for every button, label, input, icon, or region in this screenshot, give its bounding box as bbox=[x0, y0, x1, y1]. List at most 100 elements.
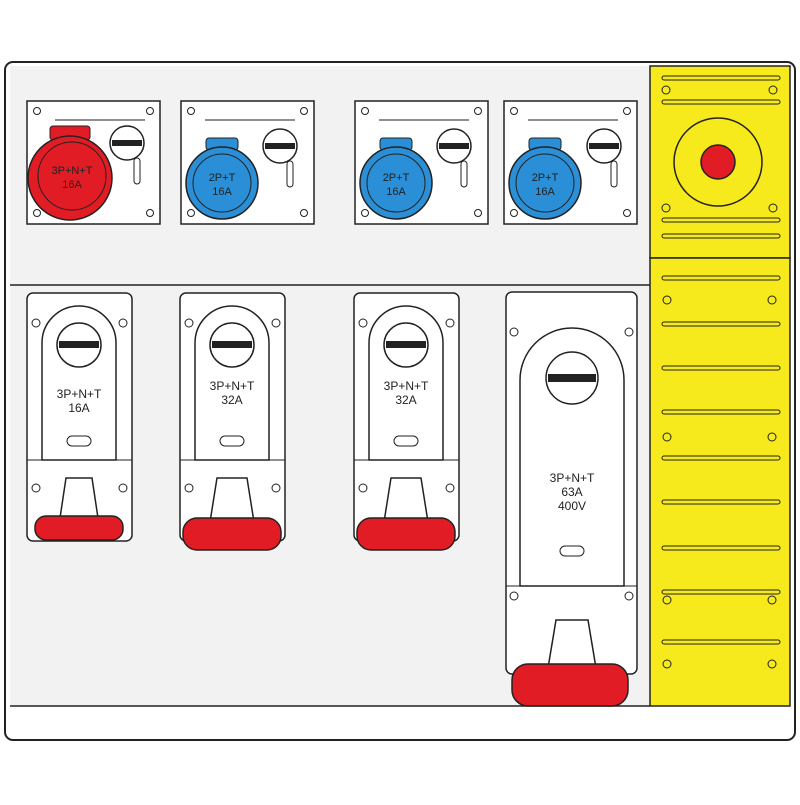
screw-icon bbox=[33, 107, 41, 115]
screw-icon bbox=[662, 432, 672, 442]
screw-icon bbox=[767, 595, 777, 605]
switch-lever bbox=[439, 143, 469, 149]
top-socket-plate-4: 2P+T 16A bbox=[503, 100, 638, 225]
socket-ring bbox=[192, 153, 252, 213]
vent-slot bbox=[661, 99, 781, 105]
screw-icon bbox=[662, 595, 672, 605]
socket-ring bbox=[366, 153, 426, 213]
screw-icon bbox=[31, 483, 41, 493]
emergency-stop-panel bbox=[649, 65, 791, 707]
screw-icon bbox=[510, 209, 518, 217]
vent-slot bbox=[661, 589, 781, 595]
interlocked-socket-2: 3P+N+T 32A bbox=[179, 292, 286, 551]
screw-icon bbox=[509, 327, 519, 337]
screw-icon bbox=[31, 318, 41, 328]
interlocked-socket-1: 3P+N+T 16A bbox=[26, 292, 133, 542]
socket-outlet-neck bbox=[59, 477, 99, 519]
socket-label-line2: 32A bbox=[221, 393, 242, 407]
top-socket-plate-1: 3P+N+T 16A bbox=[26, 100, 161, 225]
vent-slot bbox=[661, 365, 781, 371]
vent-slot bbox=[661, 75, 781, 81]
top-socket-body-blue bbox=[185, 146, 259, 220]
socket-outlet-red-cap bbox=[34, 515, 124, 541]
socket-label-line2: 16A bbox=[535, 186, 555, 198]
screw-icon bbox=[661, 203, 671, 213]
top-socket-body-red bbox=[27, 135, 113, 221]
socket-label-line1: 3P+N+T bbox=[210, 379, 255, 393]
socket-ring bbox=[515, 153, 575, 213]
socket-label-line1: 2P+T bbox=[209, 172, 236, 184]
screw-icon bbox=[474, 107, 482, 115]
vent-slot bbox=[661, 455, 781, 461]
emergency-stop-button[interactable] bbox=[700, 144, 736, 180]
screw-icon bbox=[623, 107, 631, 115]
screw-icon bbox=[300, 209, 308, 217]
socket-label-line2: 16A bbox=[212, 186, 232, 198]
screw-icon bbox=[510, 107, 518, 115]
large-interlocked-socket: 3P+N+T 63A 400V bbox=[505, 291, 638, 707]
top-socket-plate-3: 2P+T 16A bbox=[354, 100, 489, 225]
switch-lever bbox=[112, 140, 142, 146]
screw-icon bbox=[509, 591, 519, 601]
screw-icon bbox=[361, 107, 369, 115]
switch-stem bbox=[610, 160, 618, 188]
screw-icon bbox=[361, 209, 369, 217]
socket-label-line1: 3P+N+T bbox=[550, 471, 595, 485]
rotary-switch-bar bbox=[59, 341, 99, 348]
screw-icon bbox=[271, 483, 281, 493]
switch-stem bbox=[460, 160, 468, 188]
top-socket-body-blue bbox=[508, 146, 582, 220]
screw-icon bbox=[767, 659, 777, 669]
switch-lever bbox=[265, 143, 295, 149]
indicator-light-icon bbox=[219, 435, 245, 447]
socket-outlet-red-cap bbox=[511, 663, 629, 707]
screw-icon bbox=[118, 318, 128, 328]
screw-icon bbox=[358, 483, 368, 493]
indicator-light-icon bbox=[66, 435, 92, 447]
vent-slot bbox=[661, 217, 781, 223]
switch-lever bbox=[589, 143, 619, 149]
rotary-switch-bar bbox=[386, 341, 426, 348]
socket-outlet-neck bbox=[383, 477, 429, 523]
socket-label-line2: 16A bbox=[386, 186, 406, 198]
screw-icon bbox=[187, 209, 195, 217]
interlocked-socket-3: 3P+N+T 32A bbox=[353, 292, 460, 551]
screw-icon bbox=[662, 295, 672, 305]
rotary-switch-bar bbox=[548, 374, 596, 382]
socket-label-line1: 2P+T bbox=[532, 172, 559, 184]
vent-slot bbox=[661, 233, 781, 239]
socket-outlet-red-cap bbox=[182, 517, 282, 551]
screw-icon bbox=[767, 295, 777, 305]
screw-icon bbox=[445, 318, 455, 328]
socket-label-line1: 3P+N+T bbox=[384, 379, 429, 393]
vent-slot bbox=[661, 545, 781, 551]
screw-icon bbox=[768, 203, 778, 213]
vent-slot bbox=[661, 639, 781, 645]
socket-outlet-neck bbox=[547, 619, 597, 669]
screw-icon bbox=[271, 318, 281, 328]
screw-icon bbox=[184, 483, 194, 493]
socket-label-line1: 3P+N+T bbox=[57, 387, 102, 401]
screw-icon bbox=[662, 659, 672, 669]
screw-icon bbox=[300, 107, 308, 115]
screw-icon bbox=[118, 483, 128, 493]
screw-icon bbox=[624, 591, 634, 601]
socket-label-line3: 400V bbox=[558, 499, 586, 513]
screw-icon bbox=[445, 483, 455, 493]
vent-slot bbox=[661, 321, 781, 327]
screw-icon bbox=[474, 209, 482, 217]
socket-outlet-red-cap bbox=[356, 517, 456, 551]
screw-icon bbox=[768, 85, 778, 95]
switch-stem bbox=[286, 160, 294, 188]
yellow-panel-lower bbox=[649, 257, 791, 707]
screw-icon bbox=[187, 107, 195, 115]
socket-label-line1: 3P+N+T bbox=[52, 165, 93, 177]
screw-icon bbox=[146, 209, 154, 217]
rotary-switch-bar bbox=[212, 341, 252, 348]
top-socket-plate-2: 2P+T 16A bbox=[180, 100, 315, 225]
screw-icon bbox=[358, 318, 368, 328]
screw-icon bbox=[146, 107, 154, 115]
interlock-front-panel bbox=[519, 327, 625, 587]
